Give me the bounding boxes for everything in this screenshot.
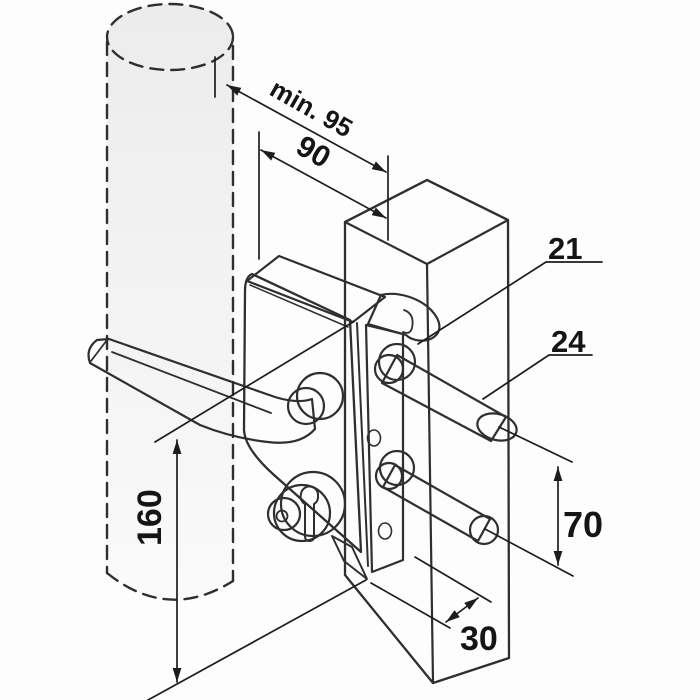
- dim-30-line: [445, 597, 479, 623]
- top-dimensions: min. 95 90: [214, 56, 389, 260]
- round-post-bottom-edge: [105, 571, 235, 601]
- key-cylinder: [266, 470, 347, 543]
- callout-24-label: 24: [551, 324, 586, 359]
- screw-hole-lower: [377, 522, 393, 540]
- dim-70: 70: [484, 426, 603, 577]
- lower-bolt-collar: [374, 461, 404, 491]
- dim-70-extension-top: [498, 426, 573, 463]
- cylinder-face: [272, 483, 332, 543]
- latch-hook: [366, 292, 441, 342]
- square-post-near-edge: [425, 262, 435, 685]
- handle-lever: [87, 337, 317, 444]
- lever-handle: [87, 337, 345, 444]
- handle-collar: [286, 386, 326, 426]
- screw-hole-upper: [366, 429, 382, 447]
- dim-90-label: 90: [291, 129, 336, 174]
- callout-24-leader: [482, 354, 593, 400]
- upper-bolt-shaft: [380, 353, 508, 443]
- dim-160-extension-bottom: [147, 579, 367, 700]
- lock-right-chamfer-line: [356, 322, 369, 567]
- lock-top-face: [245, 254, 387, 324]
- dim-30-extension-bottom: [370, 582, 451, 629]
- callout-24: 24: [482, 324, 593, 400]
- handle-endcap-line: [90, 339, 108, 362]
- lock-front-face: [242, 272, 363, 554]
- lock-case: [242, 254, 441, 580]
- lower-bolt-guide: [378, 449, 416, 487]
- square-post-top-face: [343, 178, 510, 266]
- lock-faceplate: [364, 323, 405, 574]
- dim-30-label: 30: [460, 620, 498, 658]
- handle-rosette: [295, 371, 345, 421]
- latch-hook-curl-line: [402, 309, 414, 334]
- dim-70-extension-bottom: [484, 528, 574, 577]
- key-head-hole: [275, 509, 289, 523]
- dim-160-label: 160: [131, 489, 169, 546]
- lower-bolt-shaft: [381, 463, 492, 543]
- callout-21-leader: [417, 261, 603, 345]
- lower-bolt-tip: [468, 514, 500, 546]
- callout-21: 21: [417, 231, 603, 345]
- dim-30: 30: [370, 556, 498, 658]
- dim-30-extension-top: [414, 556, 492, 603]
- dim-90-line: [260, 149, 387, 219]
- upper-bolt-collar: [373, 353, 405, 385]
- lock-bottom-face: [331, 535, 368, 580]
- round-post: [105, 2, 235, 601]
- dim-160-extension-top: [154, 321, 354, 443]
- handle-bevel-line: [111, 351, 272, 414]
- key-head: [266, 496, 302, 532]
- lock-top-chamfer-line: [249, 284, 349, 328]
- lower-bolt: [374, 449, 500, 546]
- round-post-top-cap: [105, 2, 235, 72]
- dim-160: 160: [131, 321, 367, 700]
- callout-21-label: 21: [548, 231, 582, 266]
- square-post: [343, 178, 511, 685]
- upper-bolt: [373, 342, 518, 443]
- dim-70-label: 70: [563, 504, 603, 545]
- euro-profile-keyway: [299, 485, 320, 542]
- round-post-body: [107, 4, 233, 600]
- upper-bolt-tip: [476, 412, 518, 442]
